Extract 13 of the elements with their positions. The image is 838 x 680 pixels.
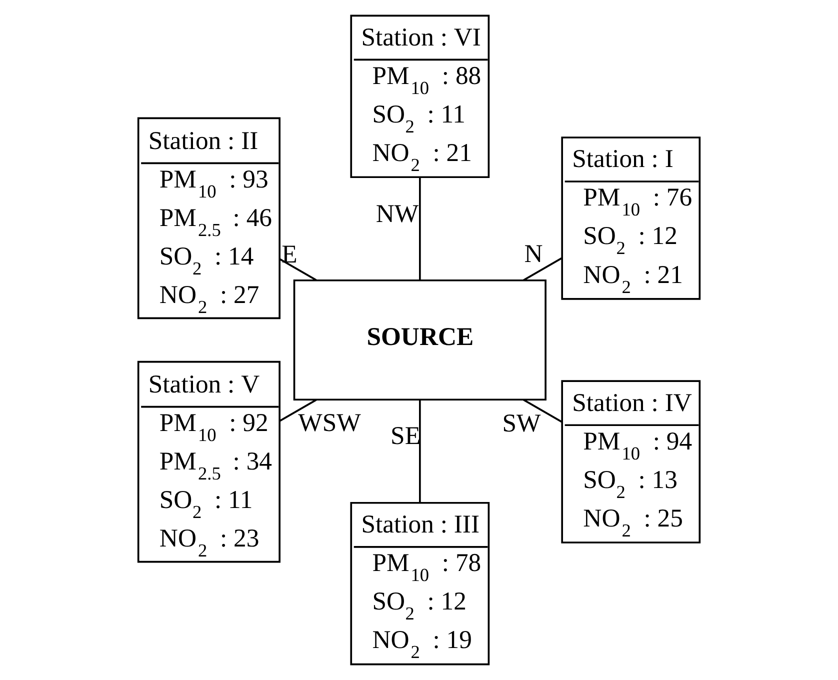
connector — [280, 399, 317, 422]
connector — [419, 400, 421, 502]
edge-label: SE — [390, 421, 421, 450]
connector — [523, 399, 562, 423]
connector — [523, 257, 562, 281]
connector — [419, 178, 421, 280]
edge-label: SW — [502, 408, 541, 438]
edge-label: E — [282, 240, 298, 269]
connector — [280, 258, 317, 281]
edge-label: N — [524, 239, 543, 268]
node-box: SOURCE — [293, 279, 546, 401]
edge-label: WSW — [298, 408, 361, 437]
edge-label: NW — [376, 198, 419, 228]
